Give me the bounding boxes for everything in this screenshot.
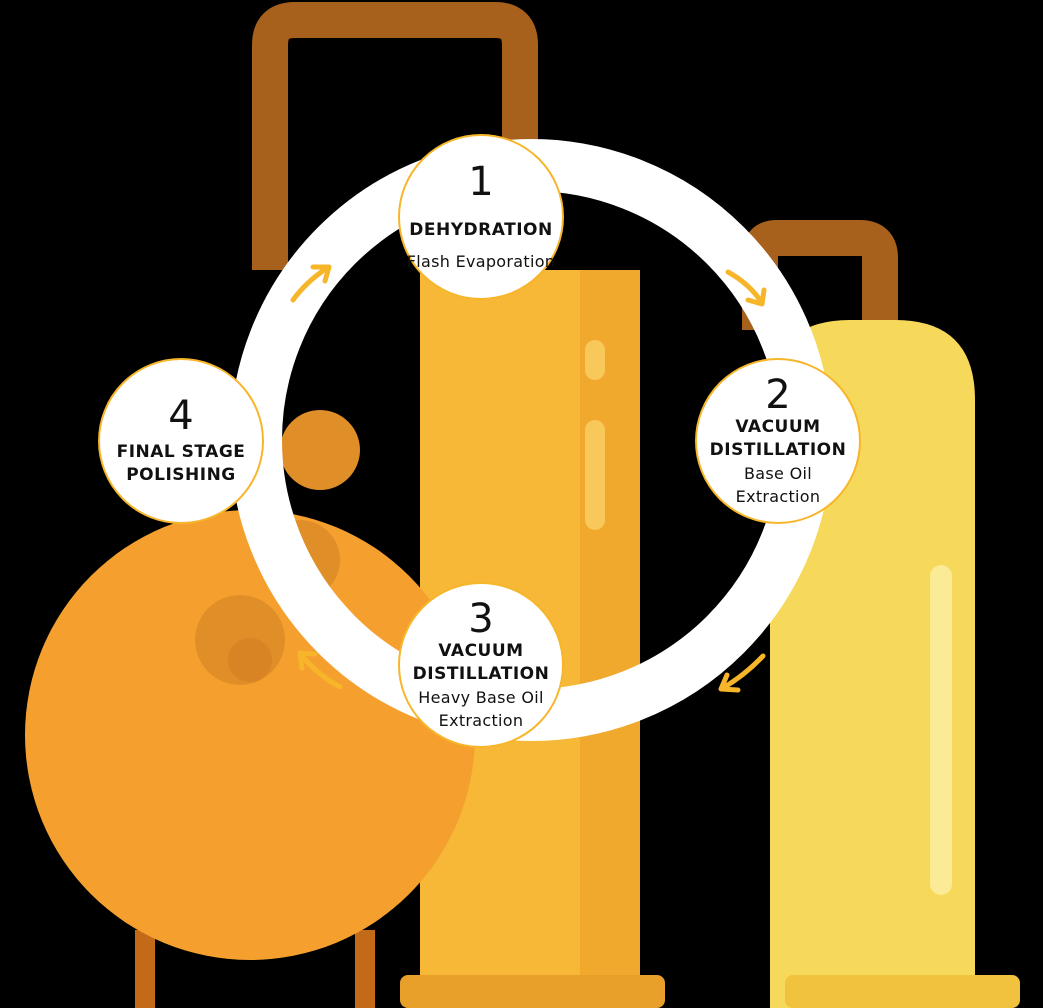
pipe-left — [252, 2, 538, 300]
tank-orange — [25, 510, 475, 960]
column-gold-highlight-2 — [585, 420, 605, 530]
column-yellow-base — [785, 975, 1020, 1008]
cycle-arrow-icon — [290, 264, 332, 303]
step-description: Heavy Base Oil Extraction — [418, 688, 544, 730]
step-3-circle: 3 VACUUM DISTILLATION Heavy Base Oil Ext… — [398, 582, 564, 748]
cycle-arrow-icon — [718, 653, 766, 693]
step-title: FINAL STAGE POLISHING — [116, 442, 246, 485]
column-gold-shade — [580, 270, 640, 1008]
step-number: 1 — [468, 159, 494, 205]
step-title: VACUUM DISTILLATION — [709, 417, 847, 460]
column-gold-highlight — [585, 340, 605, 380]
step-1-circle: 1 DEHYDRATION Flash Evaporation — [398, 134, 564, 300]
cycle-arrow-icon — [297, 650, 343, 690]
tank-leg-left — [135, 930, 155, 1008]
tank-cap-top — [280, 410, 360, 490]
step-4-circle: 4 FINAL STAGE POLISHING — [98, 358, 264, 524]
column-gold-base — [400, 975, 665, 1008]
step-number: 3 — [468, 596, 494, 642]
step-title: VACUUM DISTILLATION — [412, 641, 550, 684]
column-yellow-highlight — [930, 565, 952, 895]
step-number: 2 — [765, 372, 791, 418]
cycle-arrow-icon — [725, 269, 767, 307]
step-2-circle: 2 VACUUM DISTILLATION Base Oil Extractio… — [695, 358, 861, 524]
step-description: Flash Evaporation — [406, 252, 556, 271]
step-description: Base Oil Extraction — [735, 464, 821, 506]
tank-leg-right — [355, 930, 375, 1008]
tank-spot-small — [228, 638, 272, 682]
step-title: DEHYDRATION — [409, 220, 553, 240]
step-number: 4 — [168, 393, 194, 439]
